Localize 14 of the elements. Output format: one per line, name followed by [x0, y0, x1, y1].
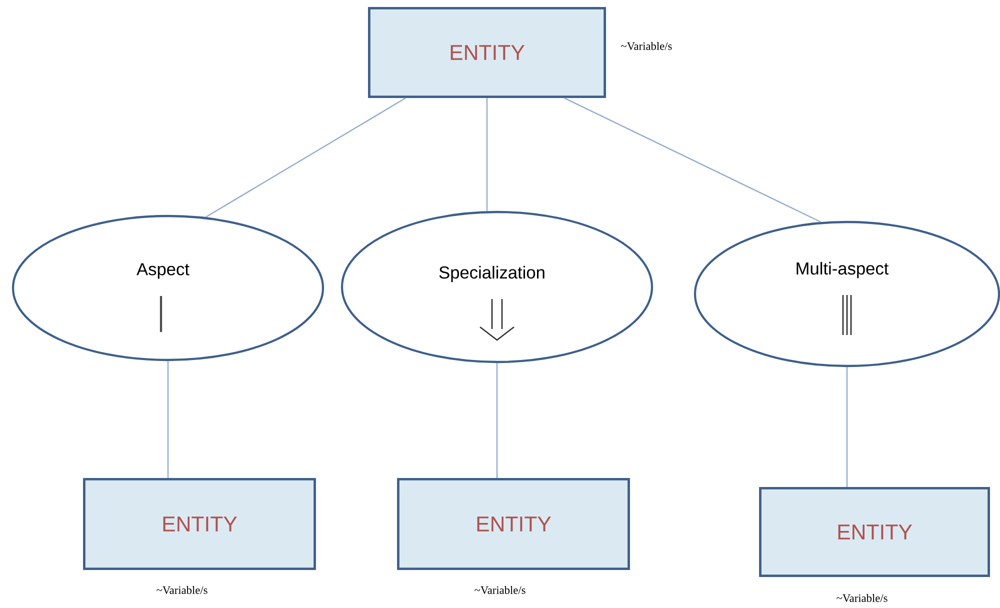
entity-box: ENTITY: [368, 6, 606, 98]
variable-note: ~Variable/s: [474, 586, 526, 594]
connector-line: [564, 98, 822, 223]
connector-line: [205, 98, 406, 218]
entity-box: ENTITY: [83, 478, 316, 570]
variable-note: ~Variable/s: [621, 42, 672, 50]
connector-line: [167, 361, 169, 478]
entity-box: ENTITY: [759, 487, 990, 577]
entity-box: ENTITY: [397, 478, 630, 570]
connector-line: [496, 363, 498, 478]
connector-line: [486, 98, 488, 211]
connector-line: [846, 367, 848, 487]
variable-note: ~Variable/s: [836, 594, 888, 602]
variable-note: ~Variable/s: [156, 586, 208, 594]
